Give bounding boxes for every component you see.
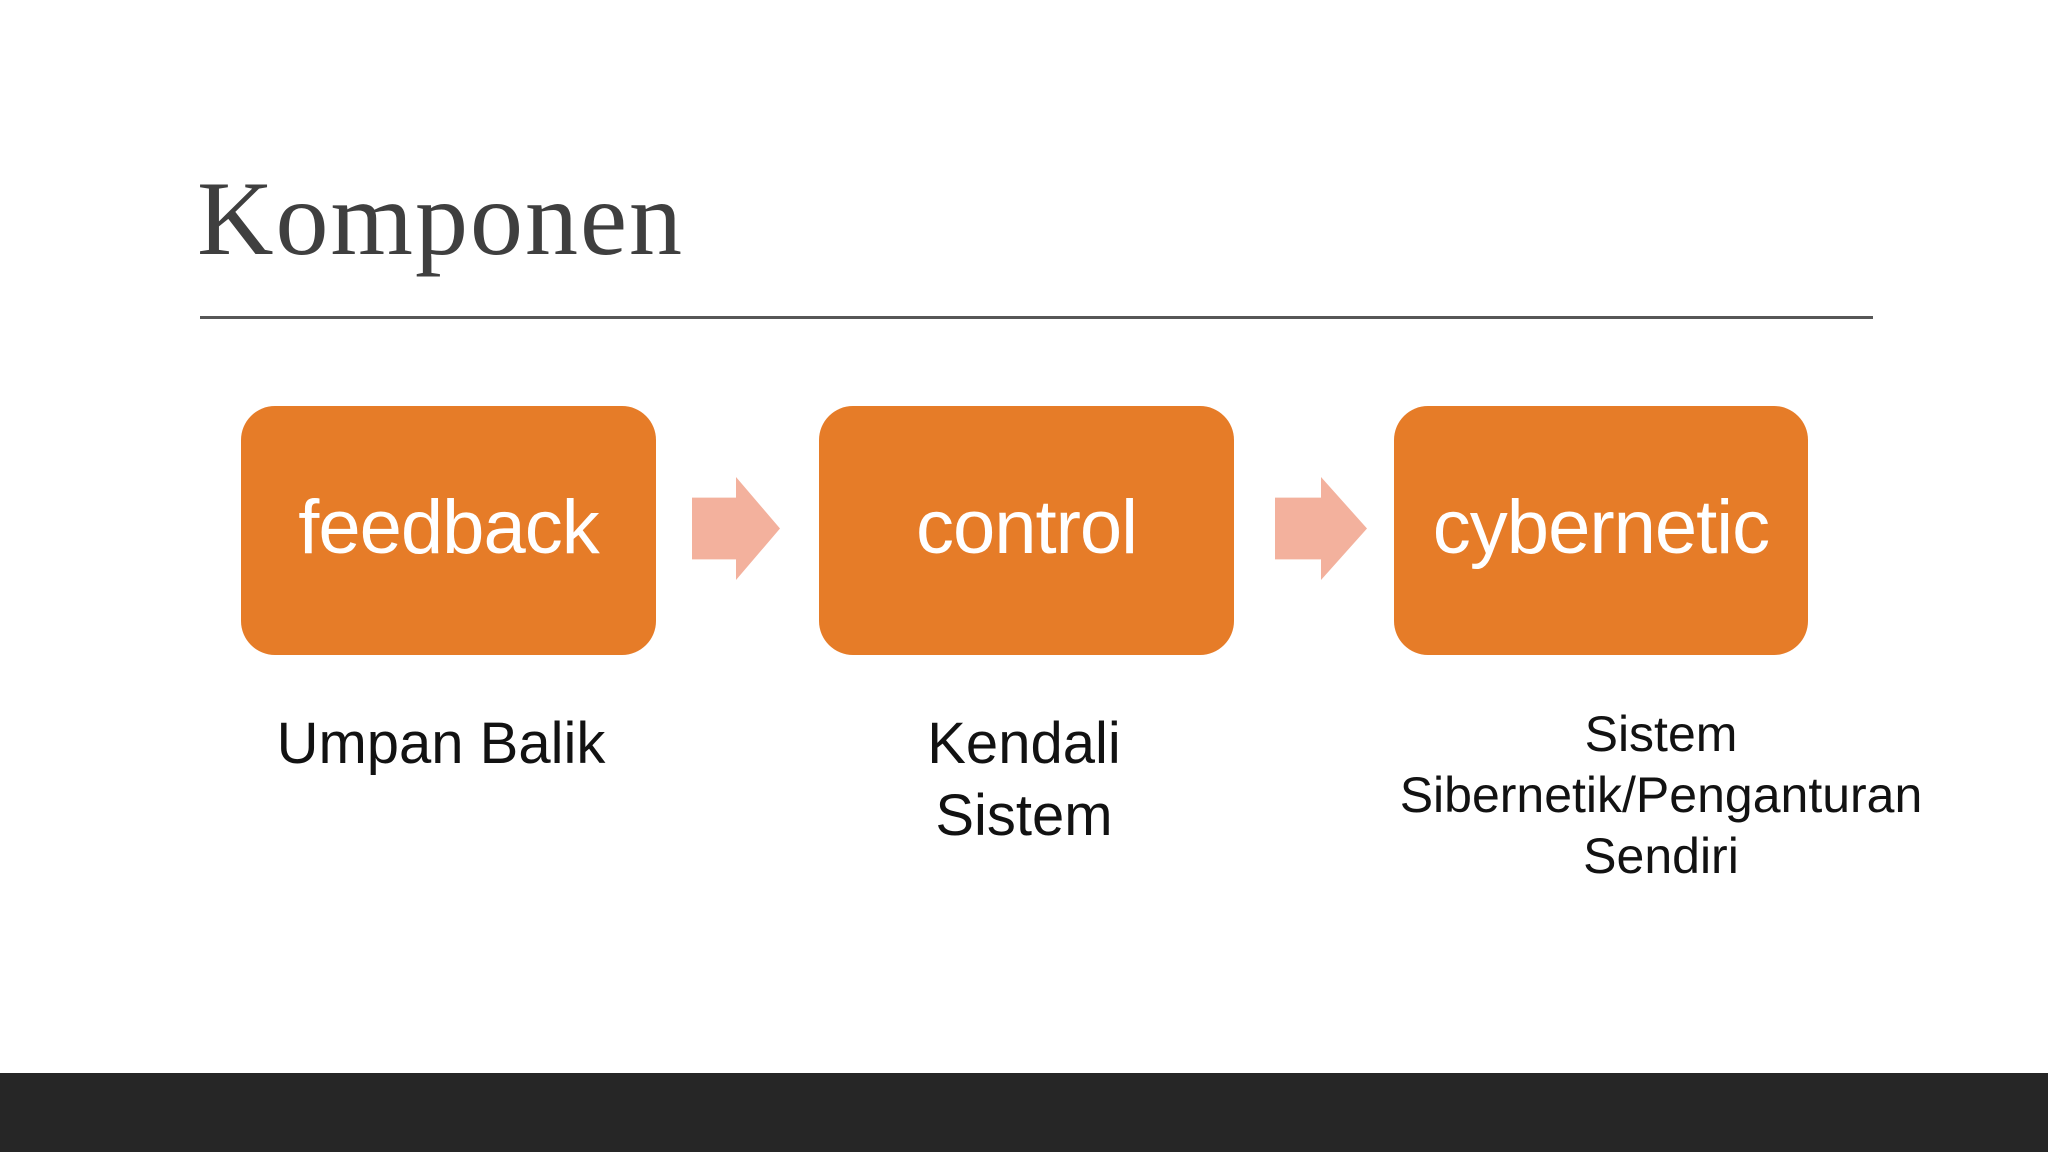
- node-label: control: [915, 484, 1138, 570]
- caption-line: Sistem: [935, 783, 1113, 848]
- node-label: cybernetic: [1432, 484, 1770, 570]
- right-arrow-icon: [692, 477, 780, 580]
- process-node-feedback: feedback: [241, 406, 656, 655]
- caption-line: Sibernetik/Penganturan: [1399, 767, 1923, 823]
- title-divider: [200, 316, 1873, 319]
- node-caption-feedback: Umpan Balik: [191, 708, 691, 780]
- right-arrow-icon: [1275, 477, 1367, 580]
- footer-bar: [0, 1073, 2048, 1152]
- caption-line: Sistem: [1584, 706, 1738, 762]
- caption-line: Kendali: [927, 711, 1121, 776]
- process-node-control: control: [819, 406, 1234, 655]
- caption-line: Sendiri: [1583, 828, 1739, 884]
- node-caption-control: Kendali Sistem: [774, 708, 1274, 852]
- process-node-cybernetic: cybernetic: [1394, 406, 1808, 655]
- caption-line: Umpan Balik: [276, 711, 606, 776]
- node-caption-cybernetic: Sistem Sibernetik/Penganturan Sendiri: [1381, 704, 1941, 887]
- node-label: feedback: [298, 484, 599, 570]
- slide-title: Komponen: [197, 160, 685, 277]
